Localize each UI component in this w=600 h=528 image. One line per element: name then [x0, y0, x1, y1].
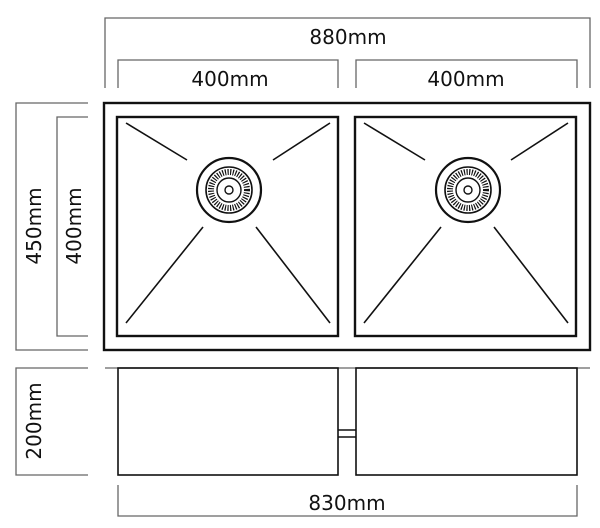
left-drain-strainer-icon [195, 156, 263, 224]
right-bowl [353, 115, 578, 338]
left-bowl-width-bracket [117, 59, 339, 88]
bowl-height-bracket [15, 367, 88, 476]
overall-depth-bracket [15, 102, 88, 351]
left-bowl-side [117, 367, 339, 476]
base-width-label: 830mm [308, 491, 385, 515]
bowl-depth-bracket [56, 116, 88, 337]
right-drain-strainer-icon [434, 156, 502, 224]
left-drainage-groove [125, 226, 204, 324]
overall-width-bracket [104, 17, 591, 88]
base-width-bracket [117, 485, 578, 517]
left-bowl-rim [115, 115, 340, 338]
bowl-height-label: 200mm [22, 382, 46, 459]
right-drainage-groove [363, 122, 426, 161]
sink-outer-rim [102, 101, 592, 352]
left-drainage-groove [255, 226, 331, 324]
right-drainage-groove [363, 226, 442, 324]
right-drainage-groove [493, 226, 569, 324]
left-bowl [115, 115, 340, 338]
bowl-connector [338, 429, 356, 438]
right-drainage-groove [510, 122, 569, 161]
right-bowl-width-bracket [355, 59, 578, 88]
left-drainage-groove [125, 122, 188, 161]
bowl-depth-label: 400mm [62, 187, 86, 264]
left-drainage-groove [272, 122, 331, 161]
overall-width-label: 880mm [309, 25, 386, 49]
right-bowl-side [355, 367, 578, 476]
overall-depth-label: 450mm [22, 187, 46, 264]
right-bowl-width-label: 400mm [427, 67, 504, 91]
left-bowl-width-label: 400mm [191, 67, 268, 91]
right-bowl-rim [353, 115, 578, 338]
